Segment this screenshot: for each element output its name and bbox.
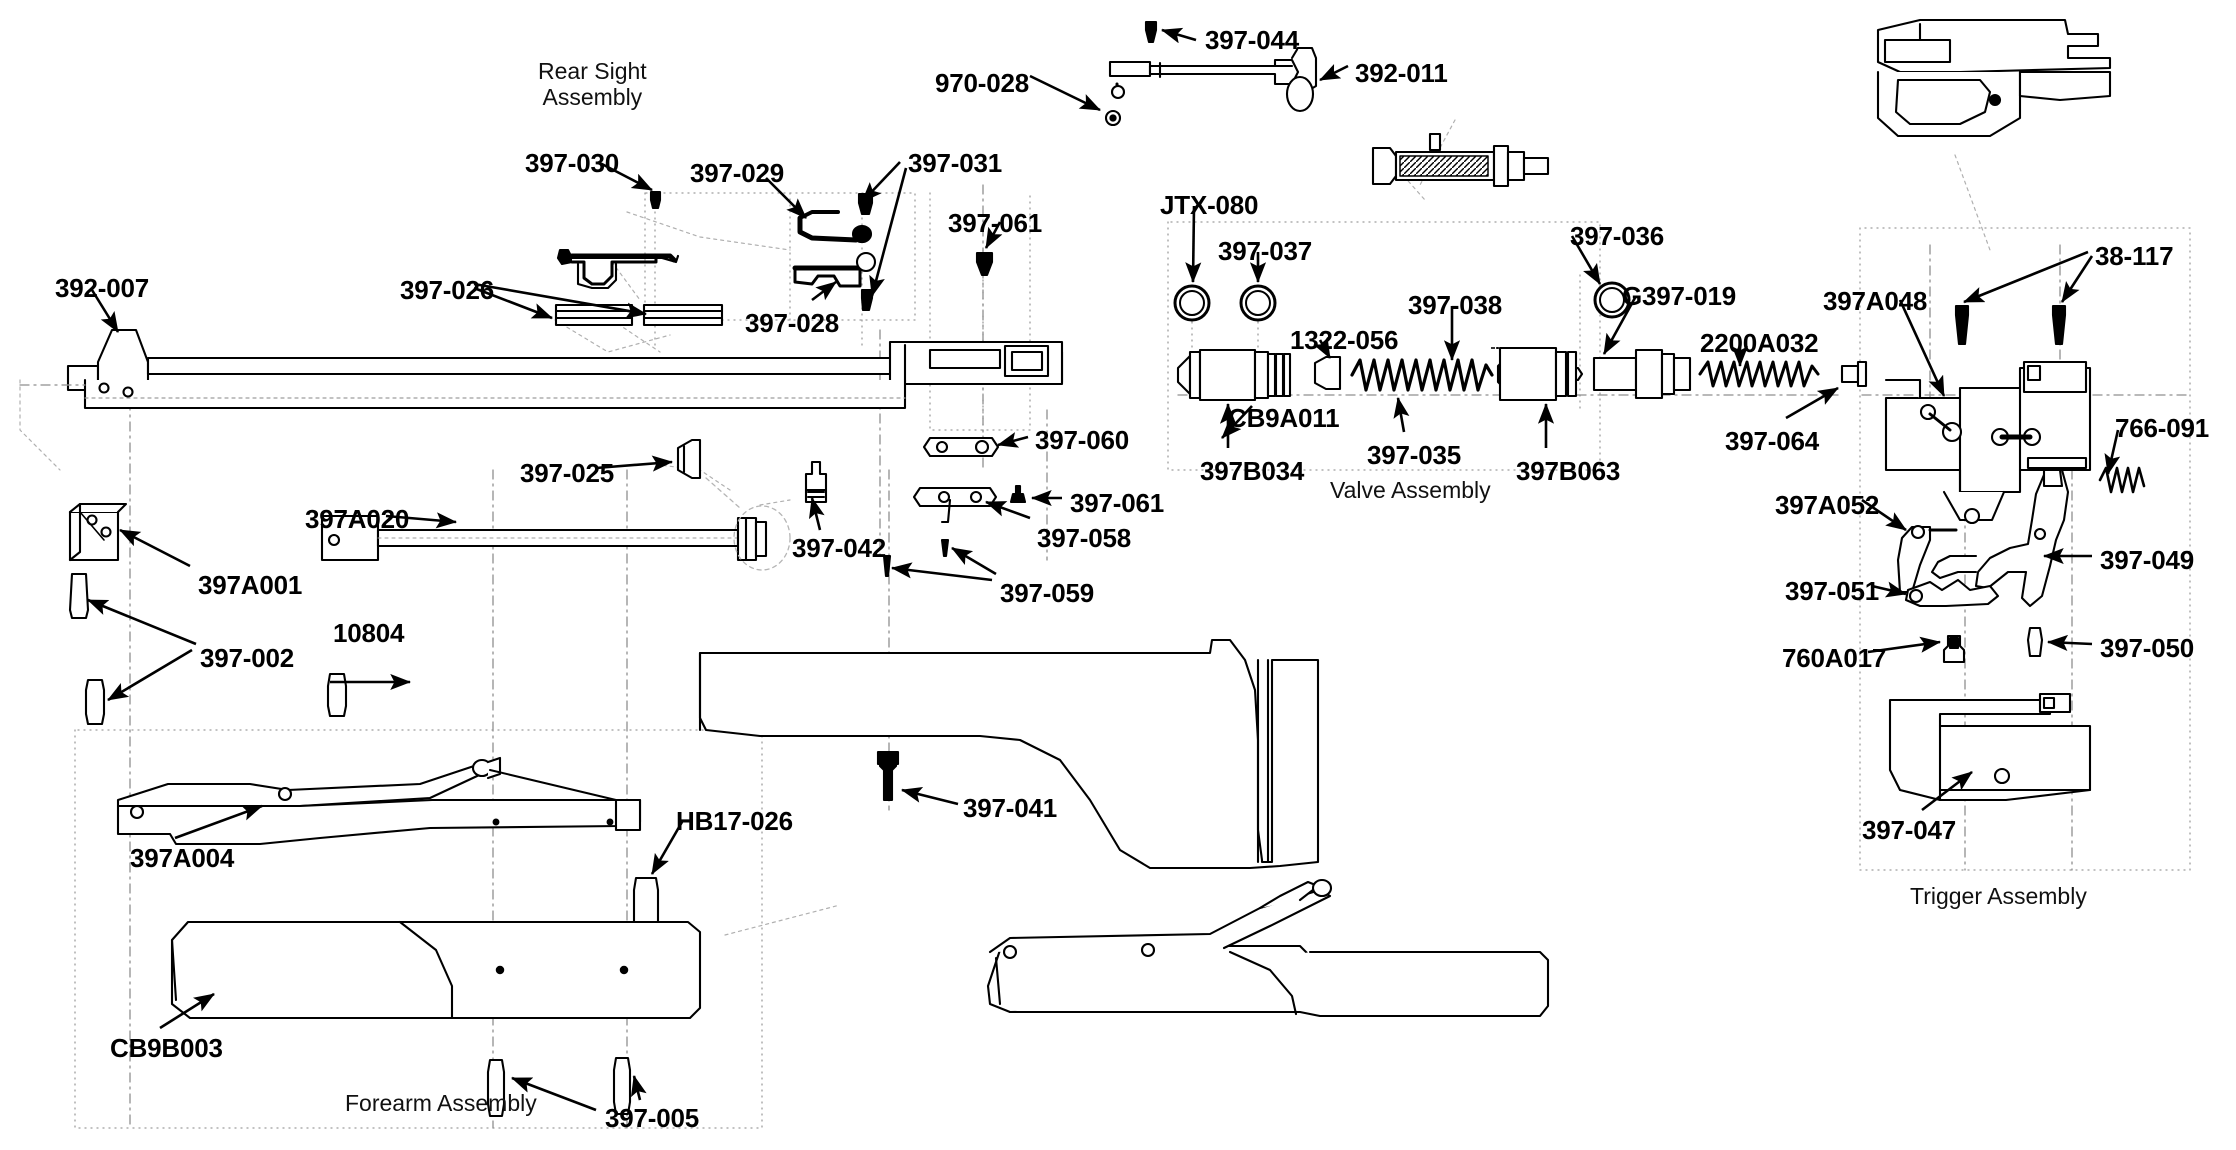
part-397-060: 397-060 [1035, 425, 1130, 455]
part-397-028: 397-028 [745, 308, 840, 338]
part-397-041: 397-041 [963, 793, 1058, 823]
part-397-029: 397-029 [690, 158, 785, 188]
part-397-064: 397-064 [1725, 426, 1820, 456]
part-CB9A011: CB9A011 [1228, 403, 1340, 433]
group-label-forearm-assembly: Forearm Assembly [345, 1090, 537, 1116]
part-10804: 10804 [333, 618, 405, 648]
part-397A052: 397A052 [1775, 490, 1880, 520]
part-397-036: 397-036 [1570, 221, 1665, 251]
part-CB9B003: CB9B003 [110, 1033, 223, 1063]
part-g397-019: G397-019 [1622, 281, 1737, 311]
part-397-059: 397-059 [1000, 578, 1095, 608]
part-397-058: 397-058 [1037, 523, 1132, 553]
part-397-038: 397-038 [1408, 290, 1503, 320]
part-766-091: 766-091 [2115, 413, 2210, 443]
group-label-line1: Forearm Assembly [345, 1090, 537, 1116]
part-397A048: 397A048 [1823, 286, 1928, 316]
group-label-trigger-assembly: Trigger Assembly [1910, 883, 2087, 909]
part-397-030: 397-030 [525, 148, 620, 178]
part-1322-056: 1322-056 [1290, 325, 1399, 355]
part-397A001: 397A001 [198, 570, 303, 600]
part-397-025: 397-025 [520, 458, 615, 488]
part-397-035: 397-035 [1367, 440, 1462, 470]
part-392-011: 392-011 [1355, 58, 1448, 88]
part-397B063: 397B063 [1516, 456, 1621, 486]
group-label-line2: Assembly [542, 84, 643, 111]
part-397A020: 397A020 [305, 504, 410, 534]
part-397-044: 397-044 [1205, 25, 1300, 55]
group-label-line1: Trigger Assembly [1910, 883, 2087, 909]
part-397-042: 397-042 [792, 533, 887, 563]
part-jtx-080: JTX-080 [1160, 190, 1259, 220]
part-397-037: 397-037 [1218, 236, 1313, 266]
group-label-line1: Rear Sight [538, 58, 647, 84]
part-2200A032: 2200A032 [1700, 328, 1819, 358]
part-397-005: 397-005 [605, 1103, 700, 1133]
part-38-117: 38-117 [2095, 241, 2174, 271]
part-970-028: 970-028 [935, 68, 1030, 98]
part-397-061-top: 397-061 [948, 208, 1043, 238]
group-label-valve-assembly: Valve Assembly [1330, 477, 1491, 503]
part-397-050: 397-050 [2100, 633, 2195, 663]
part-397A004: 397A004 [130, 843, 235, 873]
part-397-002: 397-002 [200, 643, 295, 673]
part-397B034: 397B034 [1200, 456, 1305, 486]
group-label-line1: Valve Assembly [1330, 477, 1491, 503]
part-760A017: 760A017 [1782, 643, 1887, 673]
part-397-026: 397-026 [400, 275, 495, 305]
part-397-047: 397-047 [1862, 815, 1957, 845]
part-397-051: 397-051 [1785, 576, 1880, 606]
part-397-061-mid: 397-061 [1070, 488, 1165, 518]
part-397-031: 397-031 [908, 148, 1003, 178]
part-HB17-026: HB17-026 [676, 806, 793, 836]
part-397-049: 397-049 [2100, 545, 2195, 575]
part-392-007: 392-007 [55, 273, 150, 303]
